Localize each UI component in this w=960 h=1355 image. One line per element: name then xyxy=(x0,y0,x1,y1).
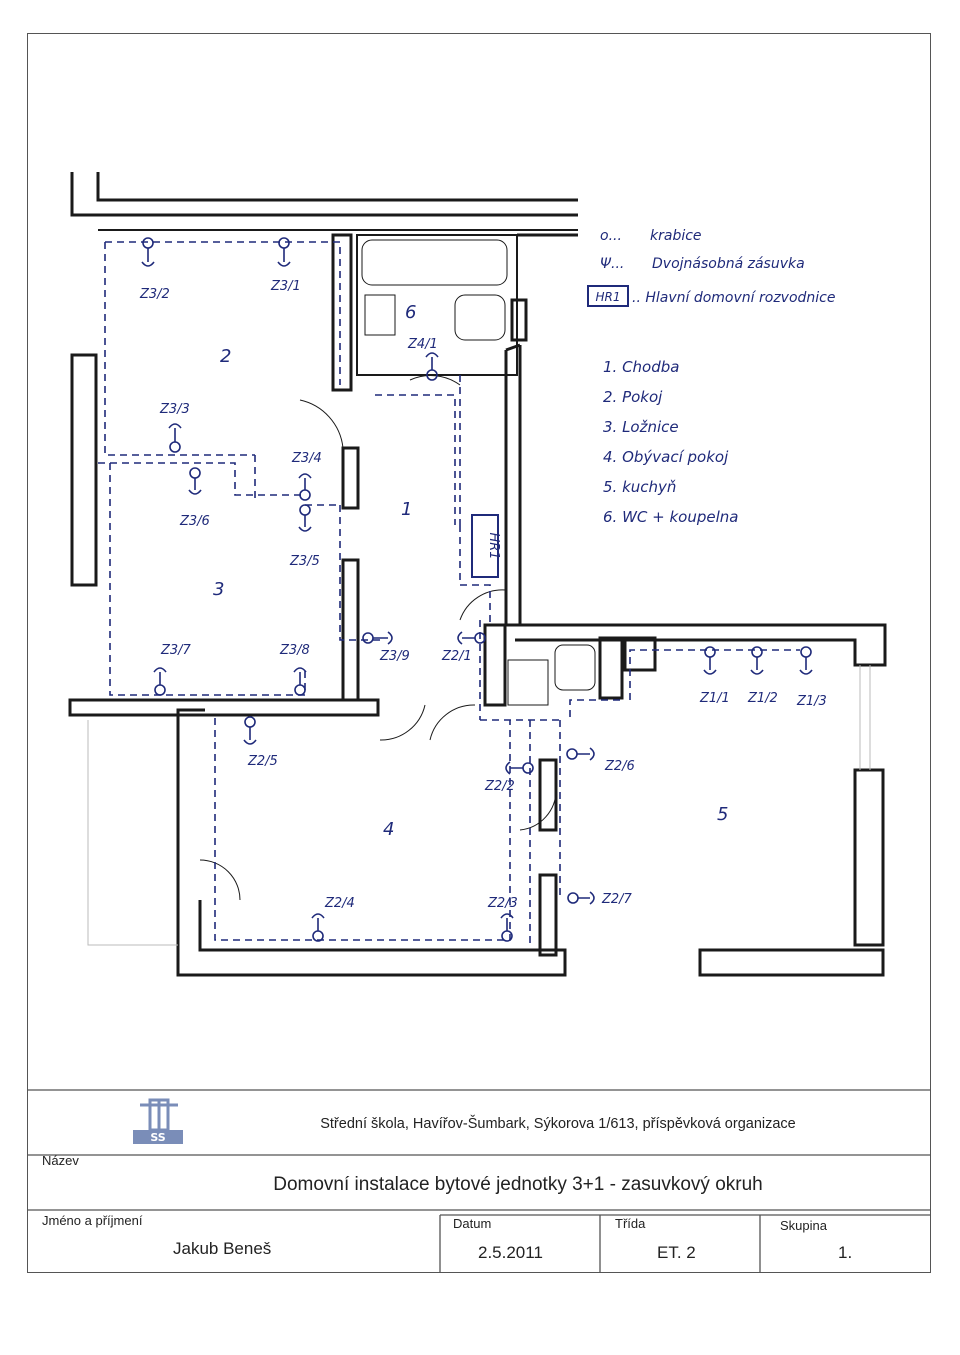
label-z21: Z2/1 xyxy=(441,649,472,664)
label-z22: Z2/2 xyxy=(484,779,515,794)
label-z12: Z1/2 xyxy=(747,691,778,706)
legend-box-text: krabice xyxy=(650,228,702,244)
legend-socket-text: Dvojnásobná zásuvka xyxy=(652,256,805,272)
hra-panel-label: HR1 xyxy=(486,532,501,559)
room-number-6: 6 xyxy=(405,302,416,323)
room-number-5: 5 xyxy=(717,804,728,825)
socket-z39 xyxy=(362,631,393,645)
label-z24: Z2/4 xyxy=(324,896,355,911)
socket-z36 xyxy=(188,467,202,495)
title-block-text: Střední škola, Havířov-Šumbark, Sýkorova… xyxy=(42,1115,852,1262)
room-list-item-5: 5. kuchyň xyxy=(603,478,676,496)
label-z13: Z1/3 xyxy=(796,694,827,709)
class-label: Třída xyxy=(615,1216,646,1231)
group-label: Skupina xyxy=(780,1218,828,1233)
legend-box-symbol: o... xyxy=(600,228,622,244)
legend-hra-text: .. Hlavní domovní rozvodnice xyxy=(632,290,835,306)
room-list-item-6: 6. WC + koupelna xyxy=(603,508,738,526)
socket-z33 xyxy=(168,423,182,453)
socket-z34 xyxy=(298,473,312,501)
socket-z21 xyxy=(457,631,486,645)
label-z39: Z3/9 xyxy=(379,649,410,664)
label-z35: Z3/5 xyxy=(289,554,320,569)
socket-z11 xyxy=(703,646,717,675)
room-list-item-2: 2. Pokoj xyxy=(603,388,663,406)
label-z23: Z2/3 xyxy=(487,896,518,911)
room-number-1: 1 xyxy=(401,499,412,520)
school-logo-text: SS xyxy=(150,1131,165,1144)
wiring xyxy=(98,241,800,945)
class-value: ET. 2 xyxy=(657,1243,696,1262)
socket-z41 xyxy=(425,352,439,381)
socket-z26 xyxy=(566,747,595,761)
label-z33: Z3/3 xyxy=(159,402,190,417)
room-list-item-3: 3. Ložnice xyxy=(603,418,679,436)
room-list-item-4: 4. Obývací pokoj xyxy=(603,448,729,466)
socket-z24 xyxy=(311,913,325,942)
date-label: Datum xyxy=(453,1216,491,1231)
room-number-4: 4 xyxy=(383,819,394,840)
legend-socket-symbol: Ψ... xyxy=(600,256,624,272)
socket-z37 xyxy=(153,667,167,696)
name-label: Jméno a příjmení xyxy=(42,1213,143,1228)
walls xyxy=(68,172,887,977)
room-number-2: 2 xyxy=(220,346,231,367)
legend-hra-box xyxy=(587,285,629,307)
socket-z27 xyxy=(567,891,595,905)
label-z26: Z2/6 xyxy=(604,759,635,774)
socket-z32 xyxy=(141,237,155,267)
label-z27: Z2/7 xyxy=(601,892,633,907)
legend: o... krabice Ψ... Dvojnásobná zásuvka HR… xyxy=(587,228,835,307)
room-list-item-1: 1. Chodba xyxy=(603,358,679,376)
label-z25: Z2/5 xyxy=(247,754,278,769)
room-list: 1. Chodba 2. Pokoj 3. Ložnice 4. Obývací… xyxy=(603,358,738,526)
label-z11: Z1/1 xyxy=(699,691,730,706)
author-name: Jakub Beneš xyxy=(173,1239,271,1258)
socket-z38 xyxy=(293,667,307,696)
socket-z35 xyxy=(298,504,312,532)
room-number-3: 3 xyxy=(213,579,224,600)
title-block xyxy=(27,1089,931,1273)
label-z31: Z3/1 xyxy=(270,279,301,294)
group-value: 1. xyxy=(838,1243,852,1262)
school-name: Střední škola, Havířov-Šumbark, Sýkorova… xyxy=(320,1115,796,1132)
hra-panel: HR1 xyxy=(471,514,501,578)
legend-hra-box-text: HR1 xyxy=(596,290,621,304)
sockets xyxy=(141,237,813,942)
date-value: 2.5.2011 xyxy=(478,1243,543,1262)
socket-z12 xyxy=(750,646,764,675)
label-z41: Z4/1 xyxy=(407,337,438,352)
socket-z31 xyxy=(277,237,291,267)
socket-z13 xyxy=(799,646,813,675)
socket-z25 xyxy=(243,716,257,745)
label-z37: Z3/7 xyxy=(160,643,192,658)
socket-labels: Z3/2 Z3/1 Z3/3 Z3/4 Z3/6 Z3/5 Z3/7 Z3/8 … xyxy=(139,279,827,911)
nazev-label: Název xyxy=(42,1153,79,1168)
socket-z22 xyxy=(505,761,534,775)
sheet-frame xyxy=(27,33,931,1273)
drawing-title: Domovní instalace bytové jednotky 3+1 - … xyxy=(273,1174,763,1195)
room-numbers: 1 2 3 4 5 6 xyxy=(213,302,728,840)
label-z36: Z3/6 xyxy=(179,514,210,529)
school-logo: SS xyxy=(133,1098,183,1144)
label-z32: Z3/2 xyxy=(139,287,170,302)
socket-z23 xyxy=(500,913,514,942)
label-z38: Z3/8 xyxy=(279,643,310,658)
label-z34: Z3/4 xyxy=(291,451,322,466)
